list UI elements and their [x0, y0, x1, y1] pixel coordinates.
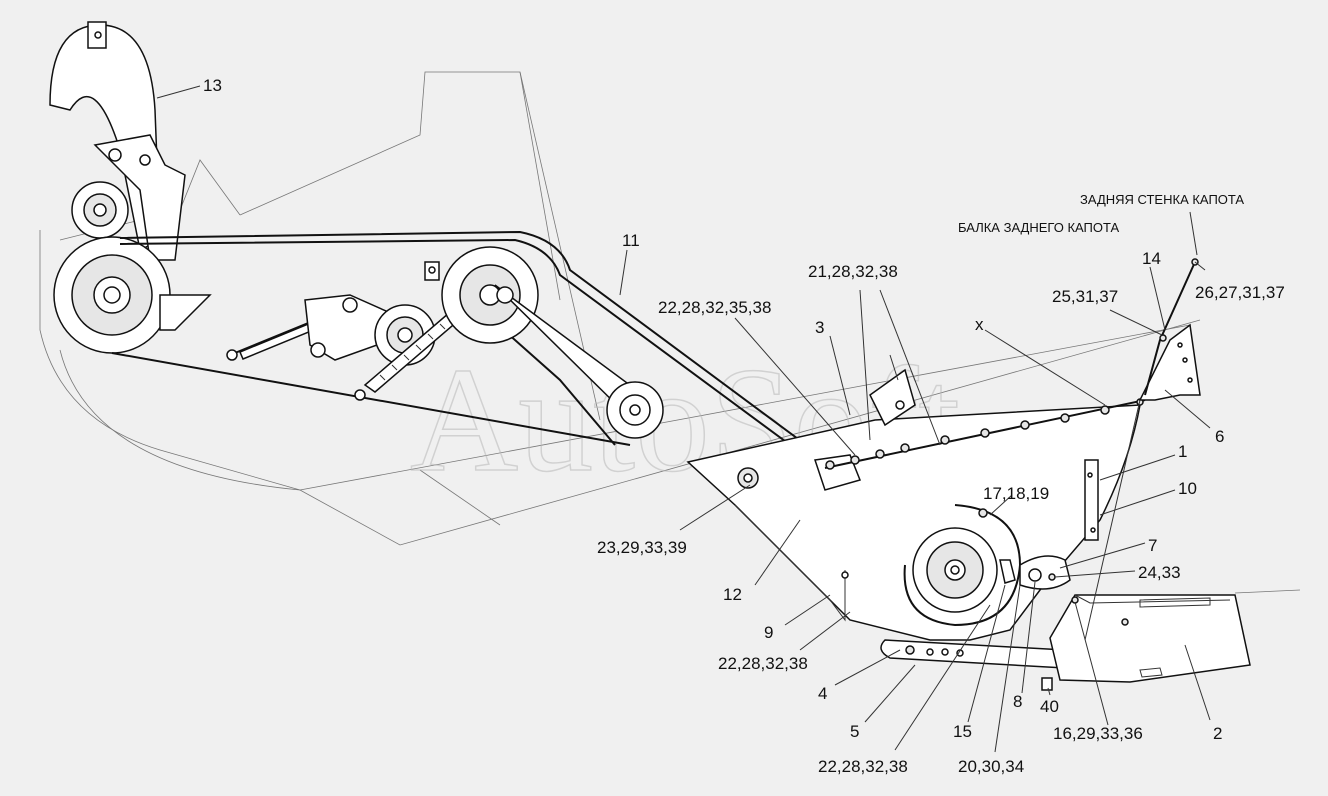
callout-12: 12	[723, 585, 742, 604]
callout-8: 8	[1013, 692, 1022, 711]
hood-brackets	[1084, 258, 1201, 641]
callout-23-29-33-39: 23,29,33,39	[597, 538, 687, 557]
callout-6: 6	[1215, 427, 1224, 446]
bracket-6	[1138, 323, 1201, 401]
callout-4: 4	[818, 684, 827, 703]
callout-40: 40	[1040, 697, 1059, 716]
callout-labels: 13 11 22,28,32,35,38 21,28,32,38 3 x ЗАД…	[203, 76, 1285, 776]
right-guard-housing	[1041, 589, 1301, 691]
callout-11: 11	[622, 231, 640, 250]
callout-3: 3	[815, 318, 824, 337]
bolt-row	[824, 398, 1146, 470]
leader-lines	[156, 85, 1211, 753]
callout-21-28-32-38: 21,28,32,38	[808, 262, 898, 281]
callout-25-31-37: 25,31,37	[1052, 287, 1118, 306]
callout-24-33: 24,33	[1138, 563, 1181, 582]
tensioner-bracket-7	[1019, 555, 1071, 590]
callout-1: 1	[1178, 442, 1187, 461]
callout-16-29-33-36: 16,29,33,36	[1053, 724, 1143, 743]
callout-22-28-32-35-38: 22,28,32,35,38	[658, 298, 771, 317]
callout-13: 13	[203, 76, 222, 95]
callout-2: 2	[1213, 724, 1222, 743]
upper-drive-assembly	[49, 21, 212, 354]
callout-5: 5	[850, 722, 859, 741]
adjusting-rod	[880, 639, 1073, 669]
callout-14: 14	[1142, 249, 1161, 268]
middle-pulley-assembly	[441, 246, 664, 439]
callout-22-28-32-38-a: 22,28,32,38	[718, 654, 808, 673]
label-hood-rear-beam: БАЛКА ЗАДНЕГО КАПОТА	[958, 220, 1120, 235]
callout-26-27-31-37: 26,27,31,37	[1195, 283, 1285, 302]
callout-9: 9	[764, 623, 773, 642]
callout-17-18-19: 17,18,19	[983, 484, 1049, 503]
drive-belts	[111, 230, 841, 479]
callout-15: 15	[953, 722, 972, 741]
callout-20-30-34: 20,30,34	[958, 757, 1024, 776]
bracket-1	[1084, 459, 1099, 541]
callout-22-28-32-38-b: 22,28,32,38	[818, 757, 908, 776]
label-hood-rear-wall: ЗАДНЯЯ СТЕНКА КАПОТА	[1080, 192, 1244, 207]
callout-10: 10	[1178, 479, 1197, 498]
lower-drive-pulley-assembly	[903, 504, 1071, 627]
callout-x: x	[975, 315, 984, 334]
callout-7: 7	[1148, 536, 1157, 555]
